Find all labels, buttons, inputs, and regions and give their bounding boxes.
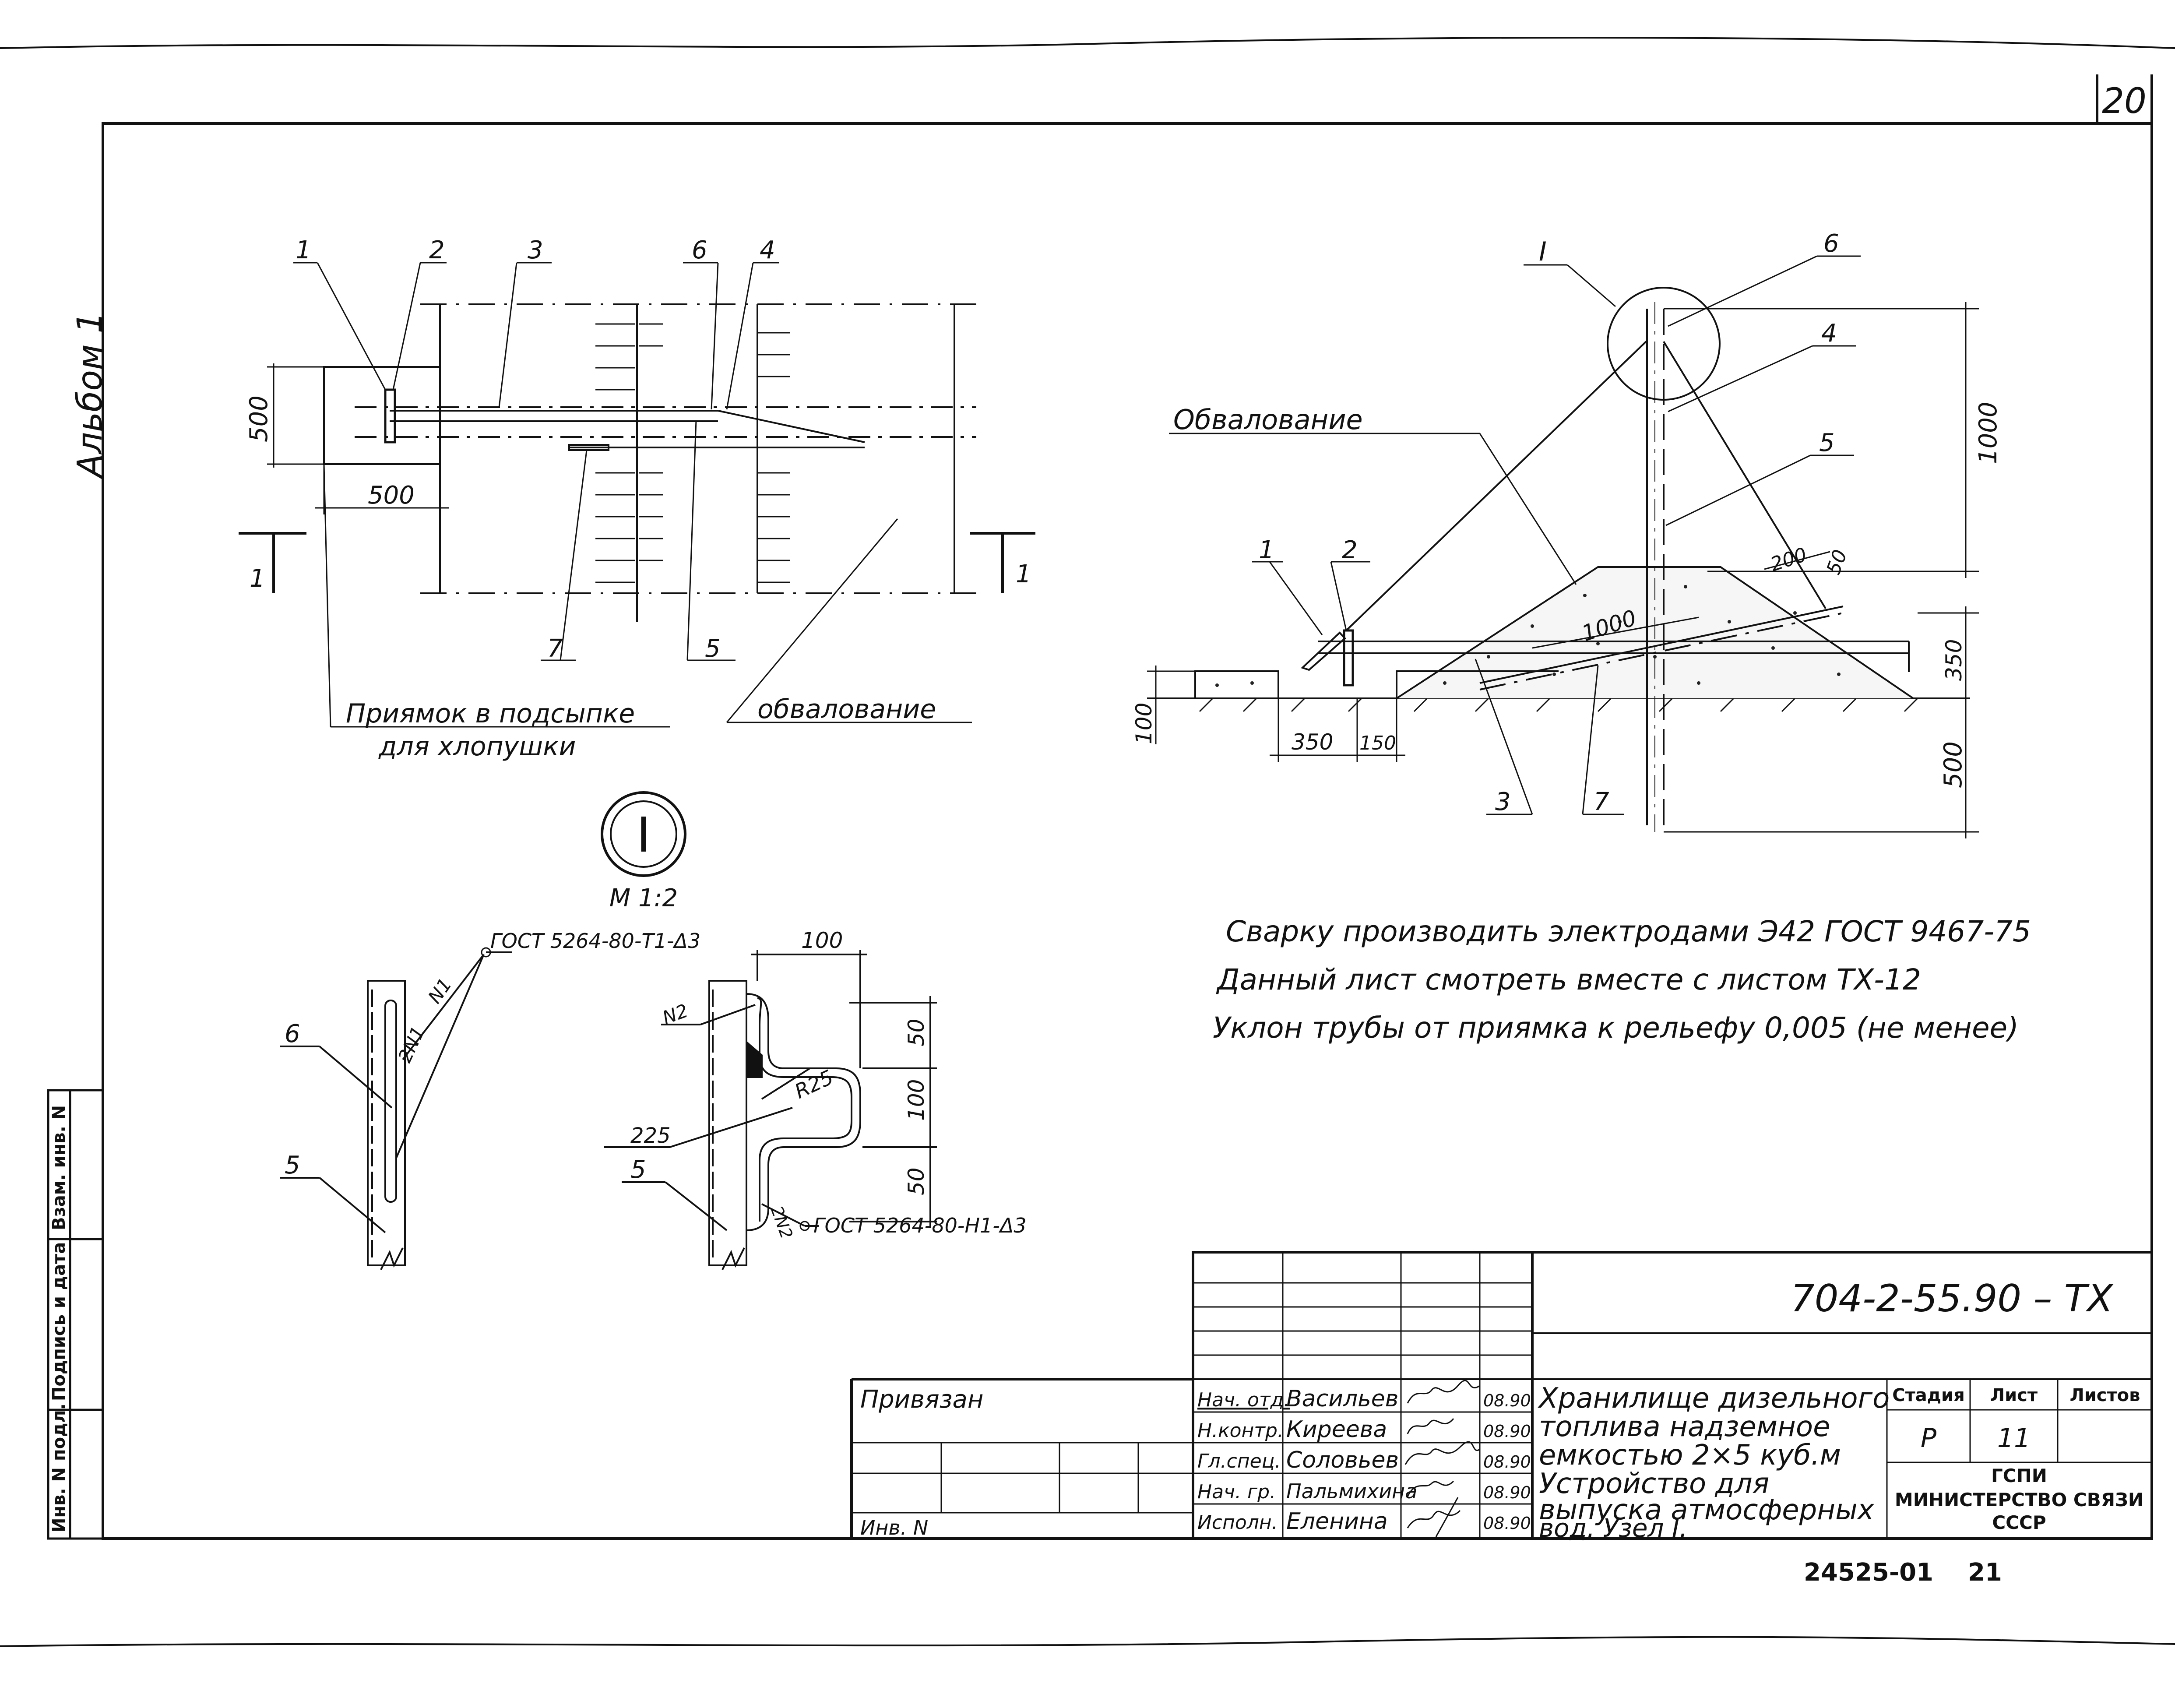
role-2: Гл.спец.: [1197, 1450, 1281, 1472]
sheets-header: Листов: [2070, 1385, 2140, 1405]
org-line-2: МИНИСТЕРСТВО СВЯЗИ: [1895, 1489, 2143, 1511]
side-stamp-vzam: Взам. инв. N: [49, 1105, 69, 1230]
role-1: Н.контр.: [1197, 1419, 1284, 1442]
section-view: 1000 200 50 1000 350 500 100 350 150 I 6…: [1131, 229, 2003, 838]
section-callout-2: 2: [1342, 536, 1358, 564]
embankment-fill: [1215, 585, 1841, 687]
note-2: Данный лист смотреть вместе с листом ТХ-…: [1216, 963, 1921, 997]
signatures: [1404, 1380, 1480, 1537]
detail-mark: I: [637, 807, 651, 863]
page-number: 20: [2102, 81, 2147, 121]
stage-header: Стадия: [1892, 1385, 1965, 1405]
section-dim-350-v: 350: [1941, 639, 1967, 681]
date-3: 08.90: [1483, 1483, 1531, 1502]
section-callout-1: 1: [1259, 536, 1274, 564]
title-roles: Нач. отд. Васильев 08.90 Н.контр. Киреев…: [1197, 1386, 1531, 1535]
section-dim-100-v: 100: [1131, 703, 1157, 744]
drawing-line-3: вод. Узел I.: [1539, 1513, 1688, 1543]
side-stamp: Инв. N подл. Подпись и дата Взам. инв. N: [47, 1089, 104, 1540]
name-0: Васильев: [1286, 1386, 1398, 1412]
sheet-header: Лист: [1990, 1385, 2038, 1405]
side-stamp-sign: Подпись и дата: [49, 1242, 69, 1401]
section-callout-6: 6: [1823, 229, 1839, 258]
plan-callout-2: 2: [429, 236, 445, 264]
plan-label-pit-1: Приямок в подсыпке: [346, 698, 635, 729]
drawing-line-1: Устройство для: [1539, 1468, 1769, 1500]
date-0: 08.90: [1483, 1391, 1531, 1410]
notes: Сварку производить электродами Э42 ГОСТ …: [1213, 915, 2031, 1045]
plan-section-mark-left: 1: [250, 564, 265, 593]
side-stamp-inv: Инв. N подл.: [49, 1403, 69, 1532]
date-1: 08.90: [1483, 1422, 1531, 1441]
date-4: 08.90: [1483, 1514, 1531, 1533]
name-1: Киреева: [1286, 1416, 1387, 1443]
title-line-2: топлива надземное: [1539, 1411, 1830, 1443]
archive-number: 24525-01: [1804, 1558, 1933, 1587]
plan-callout-5: 5: [705, 634, 721, 663]
title-block: 704-2-55.90 – ТХ Привязан Инв. N Нач. от…: [850, 1251, 2153, 1543]
detail-dim-100-top: 100: [801, 928, 843, 953]
role-0: Нач. отд.: [1197, 1389, 1290, 1411]
title-line-3: емкостью 2×5 куб.м: [1539, 1439, 1841, 1472]
detail-dim-225: 225: [630, 1123, 671, 1148]
name-3: Пальмихина: [1286, 1479, 1417, 1503]
section-dim-500-v: 500: [1939, 741, 1967, 788]
name-2: Соловьев: [1286, 1447, 1399, 1473]
plan-label-pit-2: для хлопушки: [378, 731, 576, 762]
detail-dim-100-mid: 100: [904, 1079, 929, 1121]
archive-sheet: 21: [1968, 1558, 2002, 1587]
section-callout-3: 3: [1495, 788, 1511, 816]
detail-callout-6: 6: [285, 1020, 300, 1048]
role-3: Нач. гр.: [1197, 1481, 1276, 1503]
detail-dim-50-b: 50: [904, 1167, 929, 1195]
section-dim-350-h: 350: [1292, 729, 1333, 755]
section-label-embankment: Обвалование: [1173, 404, 1363, 436]
note-3: Уклон трубы от приямка к рельефу 0,005 (…: [1213, 1011, 2019, 1045]
plan-label-embankment: обвалование: [757, 694, 936, 725]
org-line-3: СССР: [1992, 1512, 2046, 1533]
plan-dim-500-v: 500: [245, 395, 273, 442]
weld-bottom: ГОСТ 5264-80-Н1-Δ3: [813, 1214, 1027, 1237]
section-callout-7: 7: [1594, 788, 1609, 816]
detail-dim-50-a: 50: [904, 1018, 929, 1046]
album-label: Альбом 1: [70, 312, 110, 479]
title-line-1: Хранилище дизельного: [1538, 1382, 1890, 1415]
section-callout-4: 4: [1821, 319, 1837, 348]
weld-top: ГОСТ 5264-80-Т1-Δ3: [490, 929, 700, 953]
plan-dim-500-h: 500: [368, 481, 415, 510]
drawing-line-2: выпуска атмосферных: [1539, 1494, 1875, 1526]
date-2: 08.90: [1483, 1452, 1531, 1472]
section-dim-150-h: 150: [1359, 732, 1396, 754]
detail-callout-5b: 5: [630, 1155, 646, 1184]
stage-value: Р: [1921, 1423, 1937, 1454]
sheet-value: 11: [1997, 1423, 2031, 1454]
detail-scale: М 1:2: [609, 884, 678, 912]
role-4: Исполн.: [1197, 1511, 1278, 1534]
title-privyazan: Привязан: [860, 1385, 983, 1414]
plan-callout-4: 4: [760, 236, 775, 264]
section-dim-1000-v: 1000: [1974, 401, 2003, 464]
section-callout-5: 5: [1819, 429, 1835, 457]
sheet-frame: [0, 37, 2175, 1647]
title-code: 704-2-55.90 – ТХ: [1791, 1277, 2114, 1321]
note-1: Сварку производить электродами Э42 ГОСТ …: [1226, 915, 2031, 948]
title-inv-n: Инв. N: [860, 1516, 928, 1539]
org-line-1: ГСПИ: [1991, 1465, 2047, 1486]
plan-callout-1: 1: [296, 236, 311, 264]
plan-view: 500 500 1 1 1 2 3 6 4 7 5 Приямок в: [239, 236, 1035, 762]
plan-callout-3: 3: [528, 236, 543, 264]
section-node-mark: I: [1539, 236, 1547, 267]
plan-callout-6: 6: [692, 236, 707, 264]
name-4: Еленина: [1286, 1508, 1388, 1535]
plan-callout-7: 7: [547, 634, 563, 663]
detail-callout-5a: 5: [285, 1151, 300, 1180]
plan-section-mark-right: 1: [1016, 560, 1031, 588]
